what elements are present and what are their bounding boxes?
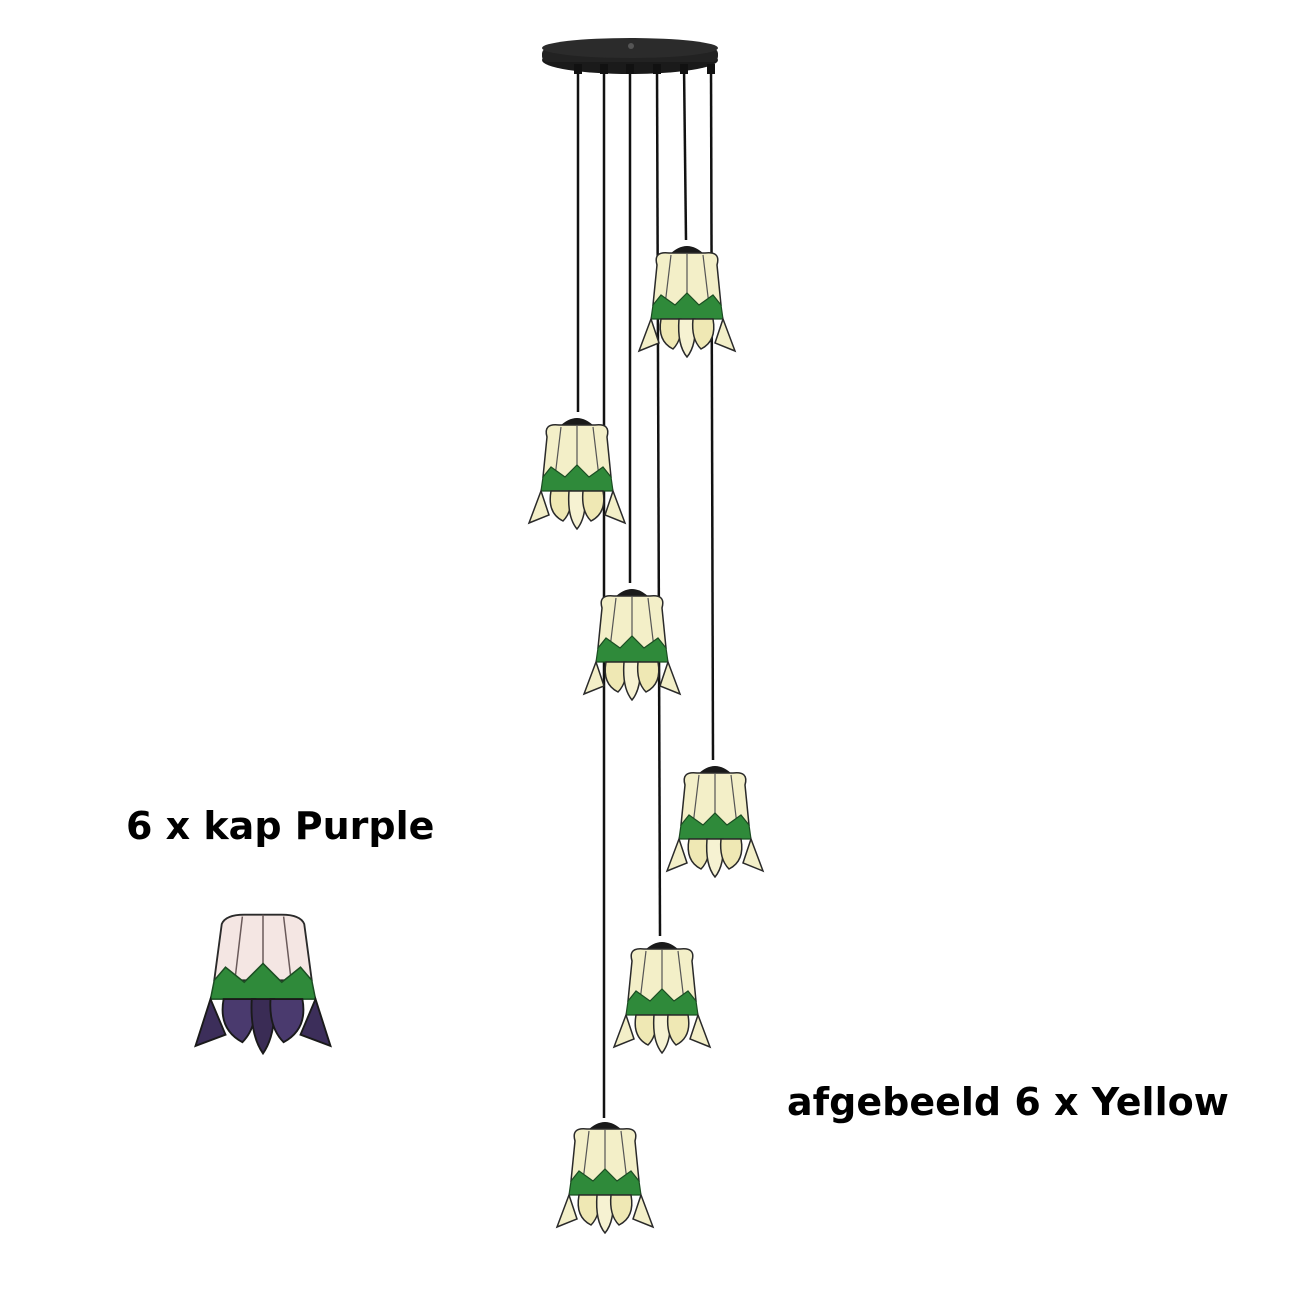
pendant-shade-yellow: [666, 765, 764, 878]
cord-connectors: [574, 64, 715, 74]
pendant-shade-yellow: [583, 588, 681, 701]
purple-option-label: 6 x kap Purple: [126, 804, 435, 848]
shade-sample-purple: [194, 913, 332, 1055]
pendant-cords: [576, 65, 715, 1118]
ceiling-canopy: [542, 38, 718, 74]
yellow-shown-label: afgebeeld 6 x Yellow: [787, 1080, 1229, 1124]
pendant-shade-yellow: [528, 417, 626, 530]
pendant-shade-yellow: [638, 245, 736, 358]
pendant-shade-yellow: [556, 1121, 654, 1234]
pendant-shade-yellow: [613, 941, 711, 1054]
